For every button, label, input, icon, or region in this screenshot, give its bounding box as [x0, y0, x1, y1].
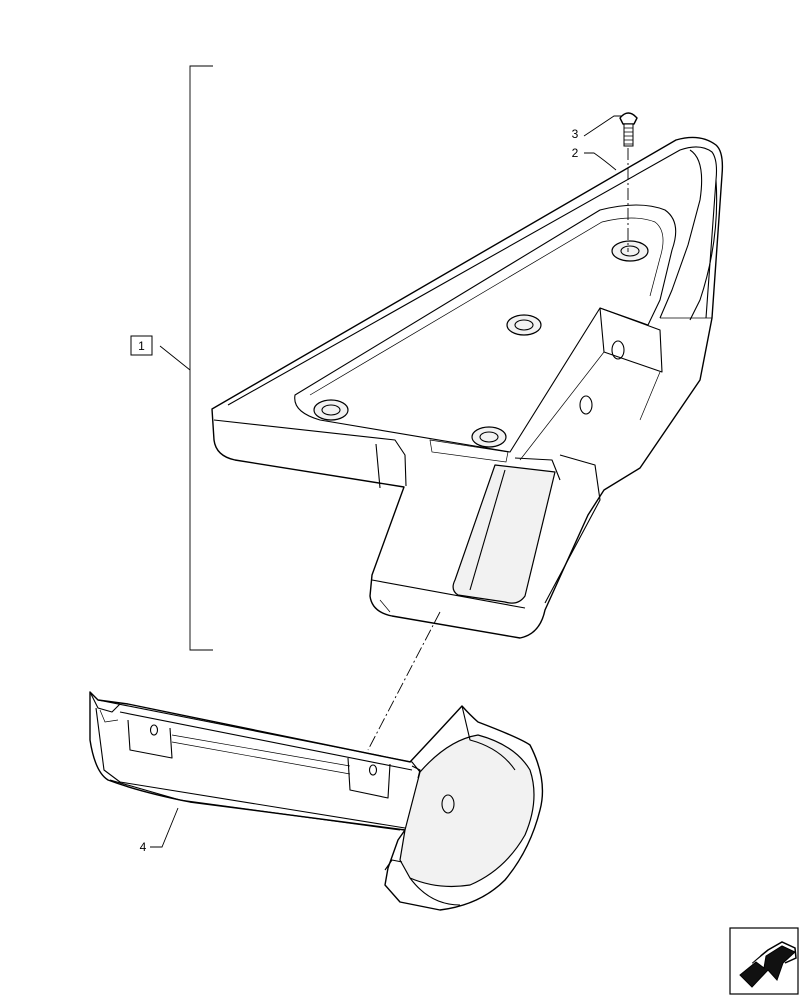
armrest-lower-part	[89, 691, 544, 911]
callout-1-label: 1	[138, 339, 145, 353]
assembly-centerline	[367, 611, 441, 751]
callout-2[interactable]: 2	[572, 146, 617, 171]
callout-2-label: 2	[572, 146, 579, 160]
callout-4-label: 4	[140, 840, 147, 854]
assembly-bracket	[159, 65, 213, 651]
callout-3[interactable]: 3	[572, 115, 622, 141]
armrest-main-part	[211, 136, 724, 639]
callout-1[interactable]: 1	[130, 335, 153, 356]
screw-part	[619, 112, 638, 147]
callout-4[interactable]: 4	[140, 807, 179, 854]
next-page-arrow-icon[interactable]	[729, 927, 799, 995]
callout-3-label: 3	[572, 127, 579, 141]
